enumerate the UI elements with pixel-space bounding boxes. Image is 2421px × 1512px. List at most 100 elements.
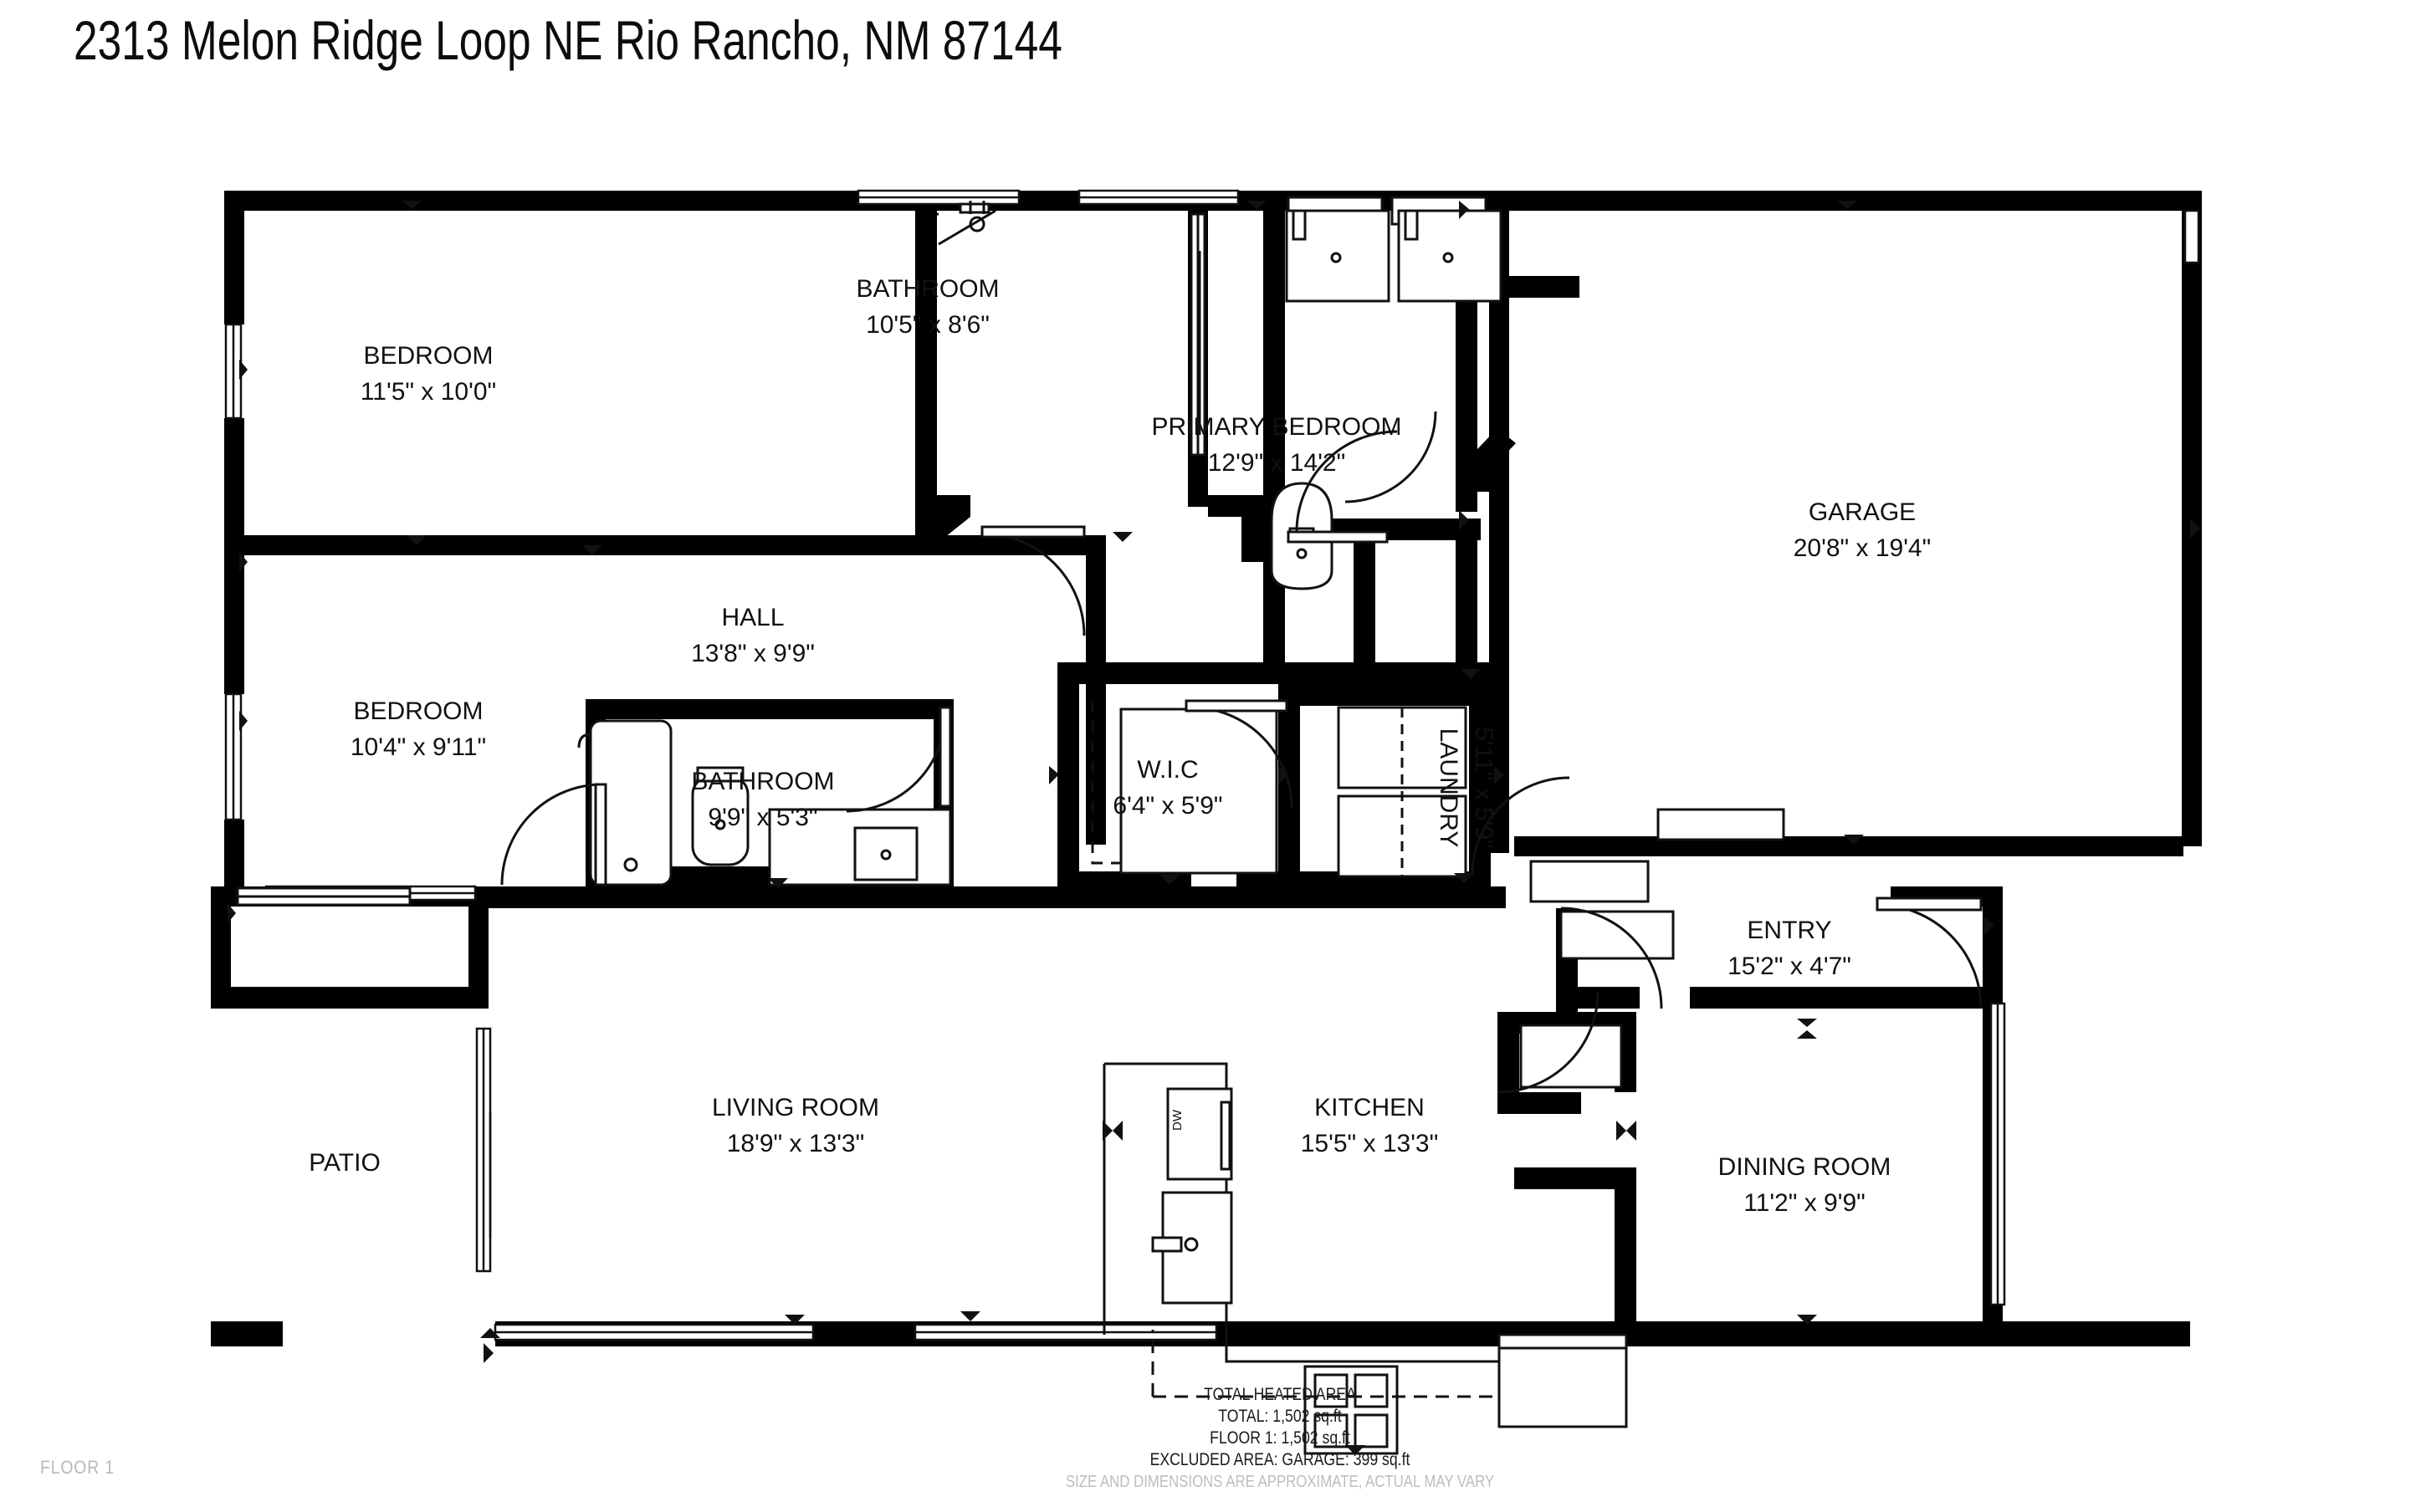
wall-primary-angled-base bbox=[1457, 468, 1496, 492]
sink-basin-left bbox=[1285, 209, 1390, 303]
dishwasher-handle bbox=[1220, 1101, 1231, 1171]
bathtub bbox=[589, 719, 673, 886]
arrow-upper bbox=[1459, 201, 1469, 219]
wall-garage-bottom-a bbox=[1514, 836, 1615, 856]
room-label-laundry: LAUNDRY 5'11" x 5'9" bbox=[1435, 727, 1497, 849]
faucet-left bbox=[1292, 209, 1307, 241]
wall-entry-bottom-a bbox=[1690, 987, 1891, 1009]
room-label-wic: W.I.C 6'4" x 5'9" bbox=[1113, 756, 1222, 820]
arrow-left-4 bbox=[228, 903, 236, 923]
wall-bottom-d bbox=[1855, 1321, 2190, 1346]
door-leaf-wic bbox=[1185, 699, 1288, 713]
room-name-bedroom2: BEDROOM bbox=[353, 697, 483, 725]
door-swing-bedroom2 bbox=[500, 783, 603, 886]
arrow-entry-a bbox=[1797, 1019, 1817, 1027]
wall-patio-top bbox=[211, 987, 489, 1009]
wall-bottom-a bbox=[211, 1321, 283, 1346]
shower-head-bar bbox=[959, 202, 990, 214]
sink-drain bbox=[1184, 1237, 1199, 1252]
counter-dashed-run bbox=[1151, 1330, 1499, 1398]
room-labels-layer: BEDROOM 11'5" x 10'0" BATHROOM 10'5" x 8… bbox=[309, 275, 1931, 1217]
room-label-kitchen: KITCHEN 15'5" x 13'3" bbox=[1301, 1094, 1439, 1157]
arrow-upper-b bbox=[1459, 510, 1469, 530]
room-name-livingroom: LIVING ROOM bbox=[712, 1094, 879, 1121]
room-dim-diningroom: 11'2" x 9'9" bbox=[1743, 1189, 1866, 1217]
details-layer bbox=[224, 189, 2200, 1455]
counter-dashed bbox=[1151, 1330, 1499, 1398]
wall-upper-mid-jog bbox=[915, 495, 970, 544]
wall-liv-top-c bbox=[1104, 886, 1506, 908]
laundry-appliances bbox=[1337, 706, 1467, 878]
door-leaf-front bbox=[1876, 896, 1983, 912]
arrow-dining-bottom bbox=[1797, 1315, 1817, 1325]
room-name-bathroom1: BATHROOM bbox=[856, 275, 999, 303]
room-dim-hall: 13'8" x 9'9" bbox=[691, 640, 815, 667]
wall-garage-left-b bbox=[1489, 276, 1509, 853]
toilet-bath2-drain bbox=[714, 819, 726, 830]
room-label-diningroom: DINING ROOM 11'2" x 9'9" bbox=[1718, 1153, 1891, 1217]
garage-door-opening bbox=[1656, 808, 1785, 841]
door-swing-primary-angled bbox=[1344, 411, 1437, 503]
wall-entry-bottom-b bbox=[1891, 987, 1983, 1009]
room-name-hall: HALL bbox=[721, 604, 784, 631]
room-name-wic: W.I.C bbox=[1137, 756, 1198, 784]
faucet-right bbox=[1404, 209, 1419, 241]
wall-wic-left bbox=[1057, 662, 1079, 871]
door-leaf-bedroom1 bbox=[980, 525, 1086, 539]
burner-4 bbox=[1354, 1413, 1389, 1448]
room-dim-primary: 12'9" x 14'2" bbox=[1208, 449, 1346, 477]
arrow-wic-right bbox=[1278, 766, 1288, 784]
footer-total: TOTAL: 1,502 sq.ft bbox=[1218, 1407, 1342, 1426]
sink-faucet bbox=[1151, 1236, 1183, 1253]
arrow-patio bbox=[480, 1328, 500, 1338]
room-name-laundry: LAUNDRY bbox=[1435, 728, 1462, 848]
wic-shelf-solid bbox=[1119, 707, 1278, 875]
closet-garage-side bbox=[1529, 860, 1650, 903]
wall-patio-right bbox=[468, 886, 489, 995]
arrow-wic bbox=[1159, 875, 1180, 885]
arrow-mid-1 bbox=[407, 535, 427, 545]
room-label-garage: GARAGE 20'8" x 19'4" bbox=[1794, 498, 1932, 562]
wall-bed1-bed2 bbox=[224, 535, 1086, 555]
room-name-entry: ENTRY bbox=[1747, 917, 1831, 944]
kitchen-range bbox=[1303, 1365, 1399, 1455]
arrow-laundry-left bbox=[1494, 766, 1504, 784]
burner-2 bbox=[1354, 1373, 1389, 1408]
entry-closets bbox=[1519, 860, 1675, 1089]
bathroom2-fixtures bbox=[577, 719, 952, 886]
bathroom1-fixtures bbox=[937, 196, 1502, 303]
wall-primary-bottom-b bbox=[1129, 662, 1489, 684]
arrow-right-1 bbox=[2190, 518, 2200, 539]
burner-3 bbox=[1313, 1413, 1349, 1448]
arrow-wic-left bbox=[1049, 766, 1059, 784]
drain-right bbox=[1442, 252, 1454, 263]
footer-total-heated-area: TOTAL HEATED AREA bbox=[1204, 1385, 1356, 1404]
page-title: 2313 Melon Ridge Loop NE Rio Rancho, NM … bbox=[74, 9, 1062, 71]
arrow-entry-b bbox=[1797, 1030, 1817, 1039]
wall-right-d bbox=[1983, 896, 2003, 988]
wall-bath2-top bbox=[586, 699, 954, 719]
wall-kitchen-dining bbox=[1615, 1189, 1636, 1321]
arrow-left-3 bbox=[239, 711, 248, 731]
wall-left-d bbox=[224, 820, 244, 886]
footer-floor1: FLOOR 1: 1,502 sq.ft bbox=[1210, 1428, 1350, 1448]
room-name-diningroom: DINING ROOM bbox=[1718, 1153, 1891, 1181]
room-label-primary: PRIMARY BEDROOM 12'9" x 14'2" bbox=[1152, 413, 1402, 477]
sink-bath2 bbox=[853, 826, 919, 881]
floor-label: FLOOR 1 bbox=[40, 1457, 115, 1478]
wall-upper-mid-b bbox=[915, 306, 937, 495]
wall-kitchen-bottom bbox=[1497, 1092, 1581, 1114]
room-dim-bedroom2: 10'4" x 9'11" bbox=[351, 733, 486, 761]
door-swing-garage-entry-2 bbox=[1560, 907, 1663, 1009]
shower-drain bbox=[969, 216, 985, 232]
wall-kitchen-dining-top bbox=[1514, 1167, 1636, 1189]
shower-diagonal bbox=[938, 209, 996, 246]
room-name-bedroom1: BEDROOM bbox=[363, 342, 493, 370]
arrow-left-2 bbox=[239, 360, 248, 380]
arrow-patio-b bbox=[484, 1343, 494, 1363]
room-name-bathroom2: BATHROOM bbox=[691, 768, 834, 795]
wall-laundry-right bbox=[1469, 706, 1491, 871]
toilet-drain bbox=[1296, 548, 1308, 559]
arrow-right-2 bbox=[1844, 835, 1864, 845]
room-label-hall: HALL 13'8" x 9'9" bbox=[691, 604, 815, 667]
